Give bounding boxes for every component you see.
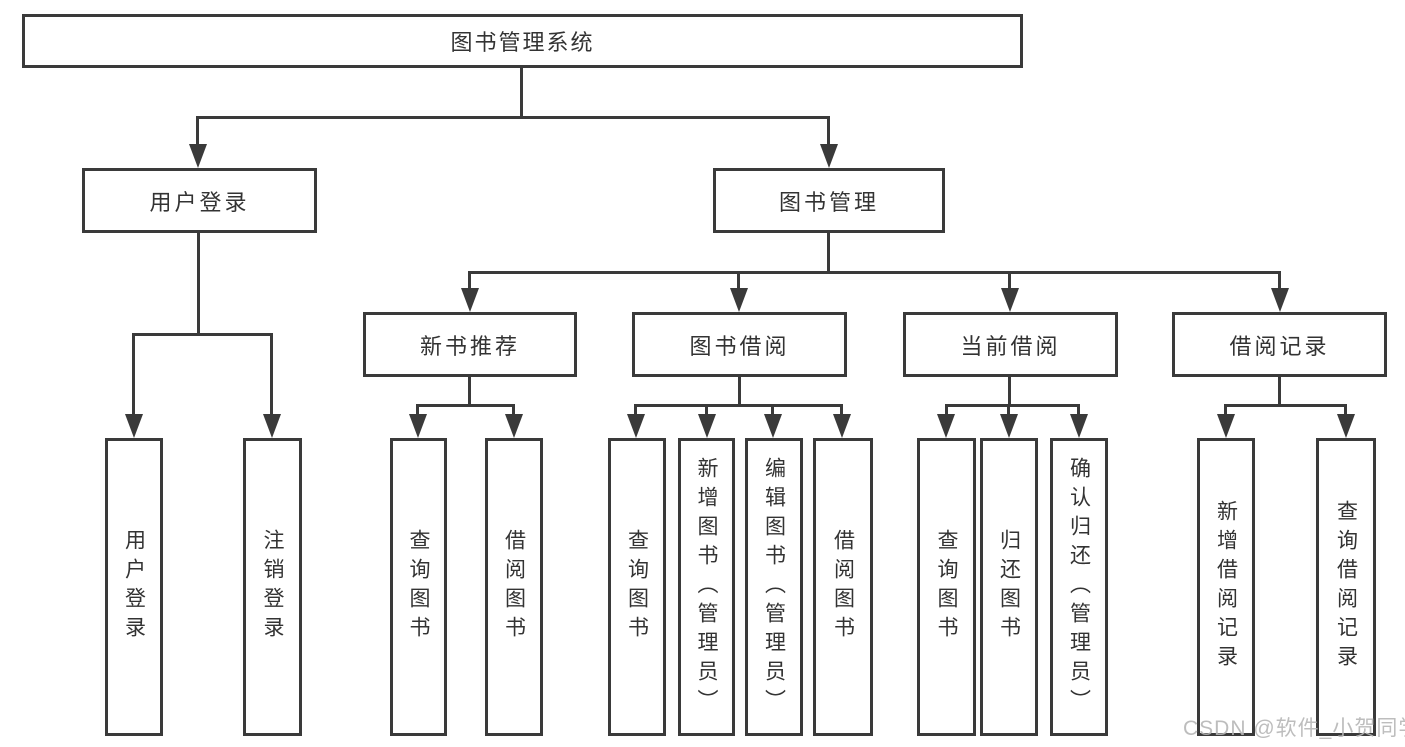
connector-line — [132, 333, 135, 417]
connector-line — [468, 376, 471, 407]
connector-line — [196, 116, 830, 119]
connector-line — [468, 271, 1281, 274]
node-label: 注销登录 — [261, 529, 284, 645]
connector-line — [634, 404, 843, 407]
node-label: 归还图书 — [997, 529, 1021, 645]
node-borrowing-records: 借阅记录 — [1172, 312, 1387, 377]
leaf-query-books-recommend: 查询图书 — [390, 438, 447, 736]
leaf-add-books-admin: 新增图书（管理员） — [678, 438, 735, 736]
leaf-query-books-current: 查询图书 — [917, 438, 976, 736]
node-label: 新增图书（管理员） — [695, 456, 718, 718]
connector-line — [520, 67, 523, 119]
connector-line — [1007, 404, 1010, 417]
connector-line — [132, 333, 273, 336]
leaf-query-books-borrow: 查询图书 — [608, 438, 666, 736]
connector-line — [827, 116, 830, 146]
node-label: 借阅图书 — [502, 529, 526, 645]
connector-line — [840, 404, 843, 417]
node-library-system: 图书管理系统 — [22, 14, 1023, 68]
node-current-borrowing: 当前借阅 — [903, 312, 1118, 377]
leaf-query-borrow-record: 查询借阅记录 — [1316, 438, 1376, 736]
arrow-down-icon — [698, 414, 716, 438]
node-label: 当前借阅 — [960, 333, 1061, 359]
connector-line — [1008, 271, 1011, 290]
connector-line — [197, 232, 200, 335]
connector-line — [827, 232, 830, 274]
arrow-down-icon — [627, 414, 645, 438]
node-label: 查询图书 — [407, 529, 430, 645]
connector-line — [1278, 376, 1281, 407]
connector-line — [468, 271, 471, 290]
node-label: 图书管理 — [778, 189, 879, 215]
arrow-down-icon — [1070, 414, 1088, 438]
node-book-management: 图书管理 — [713, 168, 945, 233]
arrow-down-icon — [764, 414, 782, 438]
arrow-down-icon — [1337, 414, 1355, 438]
arrow-down-icon — [189, 144, 207, 168]
node-book-borrowing: 图书借阅 — [632, 312, 847, 377]
node-user-login: 用户登录 — [82, 168, 317, 233]
node-label: 编辑图书（管理员） — [762, 456, 786, 718]
node-label: 确认归还（管理员） — [1067, 456, 1091, 718]
node-label: 查询图书 — [625, 529, 649, 645]
leaf-borrow-books: 借阅图书 — [813, 438, 873, 736]
connector-line — [737, 271, 740, 290]
connector-line — [512, 404, 515, 417]
arrow-down-icon — [1000, 414, 1018, 438]
connector-line — [945, 404, 1080, 407]
arrow-down-icon — [125, 414, 143, 438]
connector-line — [771, 404, 774, 417]
connector-line — [1224, 404, 1347, 407]
arrow-down-icon — [937, 414, 955, 438]
connector-line — [738, 376, 741, 407]
leaf-return-books: 归还图书 — [980, 438, 1038, 736]
node-label: 图书管理系统 — [450, 30, 595, 55]
connector-line — [416, 404, 419, 417]
arrow-down-icon — [833, 414, 851, 438]
node-label: 新增借阅记录 — [1214, 500, 1238, 674]
connector-line — [196, 116, 199, 146]
csdn-watermark: CSDN @软件_小贺同学 — [1183, 717, 1405, 740]
arrow-down-icon — [461, 288, 479, 312]
connector-line — [1008, 376, 1011, 407]
node-label: 查询图书 — [935, 529, 958, 645]
node-new-book-recommend: 新书推荐 — [363, 312, 577, 377]
node-label: 查询借阅记录 — [1334, 500, 1358, 674]
leaf-logout: 注销登录 — [243, 438, 302, 736]
node-label: 用户登录 — [122, 529, 146, 645]
connector-line — [634, 404, 637, 417]
arrow-down-icon — [409, 414, 427, 438]
node-label: 用户登录 — [149, 189, 250, 215]
connector-line — [705, 404, 708, 417]
arrow-down-icon — [505, 414, 523, 438]
arrow-down-icon — [1217, 414, 1235, 438]
leaf-user-login: 用户登录 — [105, 438, 163, 736]
arrow-down-icon — [820, 144, 838, 168]
connector-line — [945, 404, 948, 417]
arrow-down-icon — [1271, 288, 1289, 312]
node-label: 借阅图书 — [831, 529, 855, 645]
leaf-add-borrow-record: 新增借阅记录 — [1197, 438, 1255, 736]
node-label: 新书推荐 — [419, 333, 520, 359]
leaf-borrow-books-recommend: 借阅图书 — [485, 438, 543, 736]
leaf-confirm-return-admin: 确认归还（管理员） — [1050, 438, 1108, 736]
connector-line — [1224, 404, 1227, 417]
node-label: 图书借阅 — [689, 333, 790, 359]
connector-line — [1077, 404, 1080, 417]
connector-line — [1344, 404, 1347, 417]
leaf-edit-books-admin: 编辑图书（管理员） — [745, 438, 803, 736]
node-label: 借阅记录 — [1229, 333, 1330, 359]
arrow-down-icon — [730, 288, 748, 312]
connector-line — [416, 404, 515, 407]
arrow-down-icon — [1001, 288, 1019, 312]
connector-line — [1278, 271, 1281, 290]
connector-line — [270, 333, 273, 417]
arrow-down-icon — [263, 414, 281, 438]
